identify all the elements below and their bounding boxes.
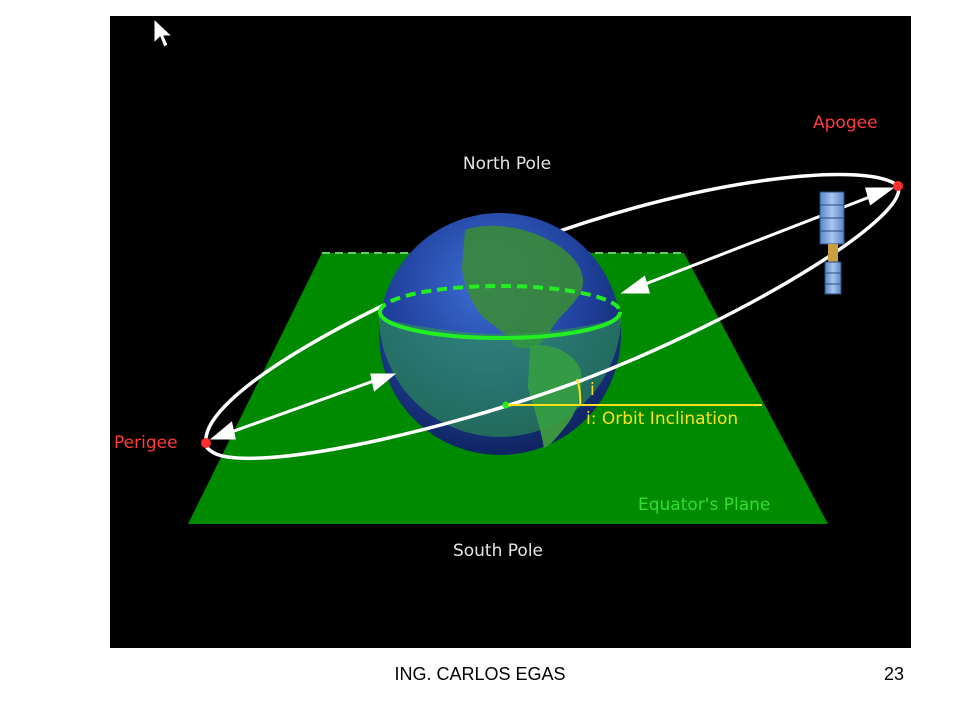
inclination-symbol: i [590, 380, 595, 400]
inclination-marker [508, 378, 762, 407]
perigee-label: Perigee [114, 433, 178, 453]
inclination-caption: i: Orbit Inclination [586, 409, 738, 429]
earth-globe [378, 213, 622, 455]
orbit-diagram-svg: North Pole South Pole Apogee Perigee i i… [114, 17, 903, 561]
page-number: 23 [883, 664, 904, 684]
apogee-dot [893, 181, 903, 191]
orbit-center-dot [502, 401, 510, 409]
apogee-label: Apogee [813, 113, 878, 133]
north-pole-label: North Pole [463, 154, 551, 174]
orbit-diagram: North Pole South Pole Apogee Perigee i i… [110, 16, 911, 648]
orbit-front-arc [204, 185, 901, 460]
perigee-radius-arrow [209, 373, 397, 440]
south-pole-label: South Pole [453, 541, 543, 561]
equator-plane-label: Equator's Plane [638, 495, 770, 515]
footer-author: ING. CARLOS EGAS [394, 664, 566, 684]
perigee-dot [201, 438, 211, 448]
satellite-icon [819, 191, 845, 295]
mouse-cursor-icon [153, 17, 174, 48]
